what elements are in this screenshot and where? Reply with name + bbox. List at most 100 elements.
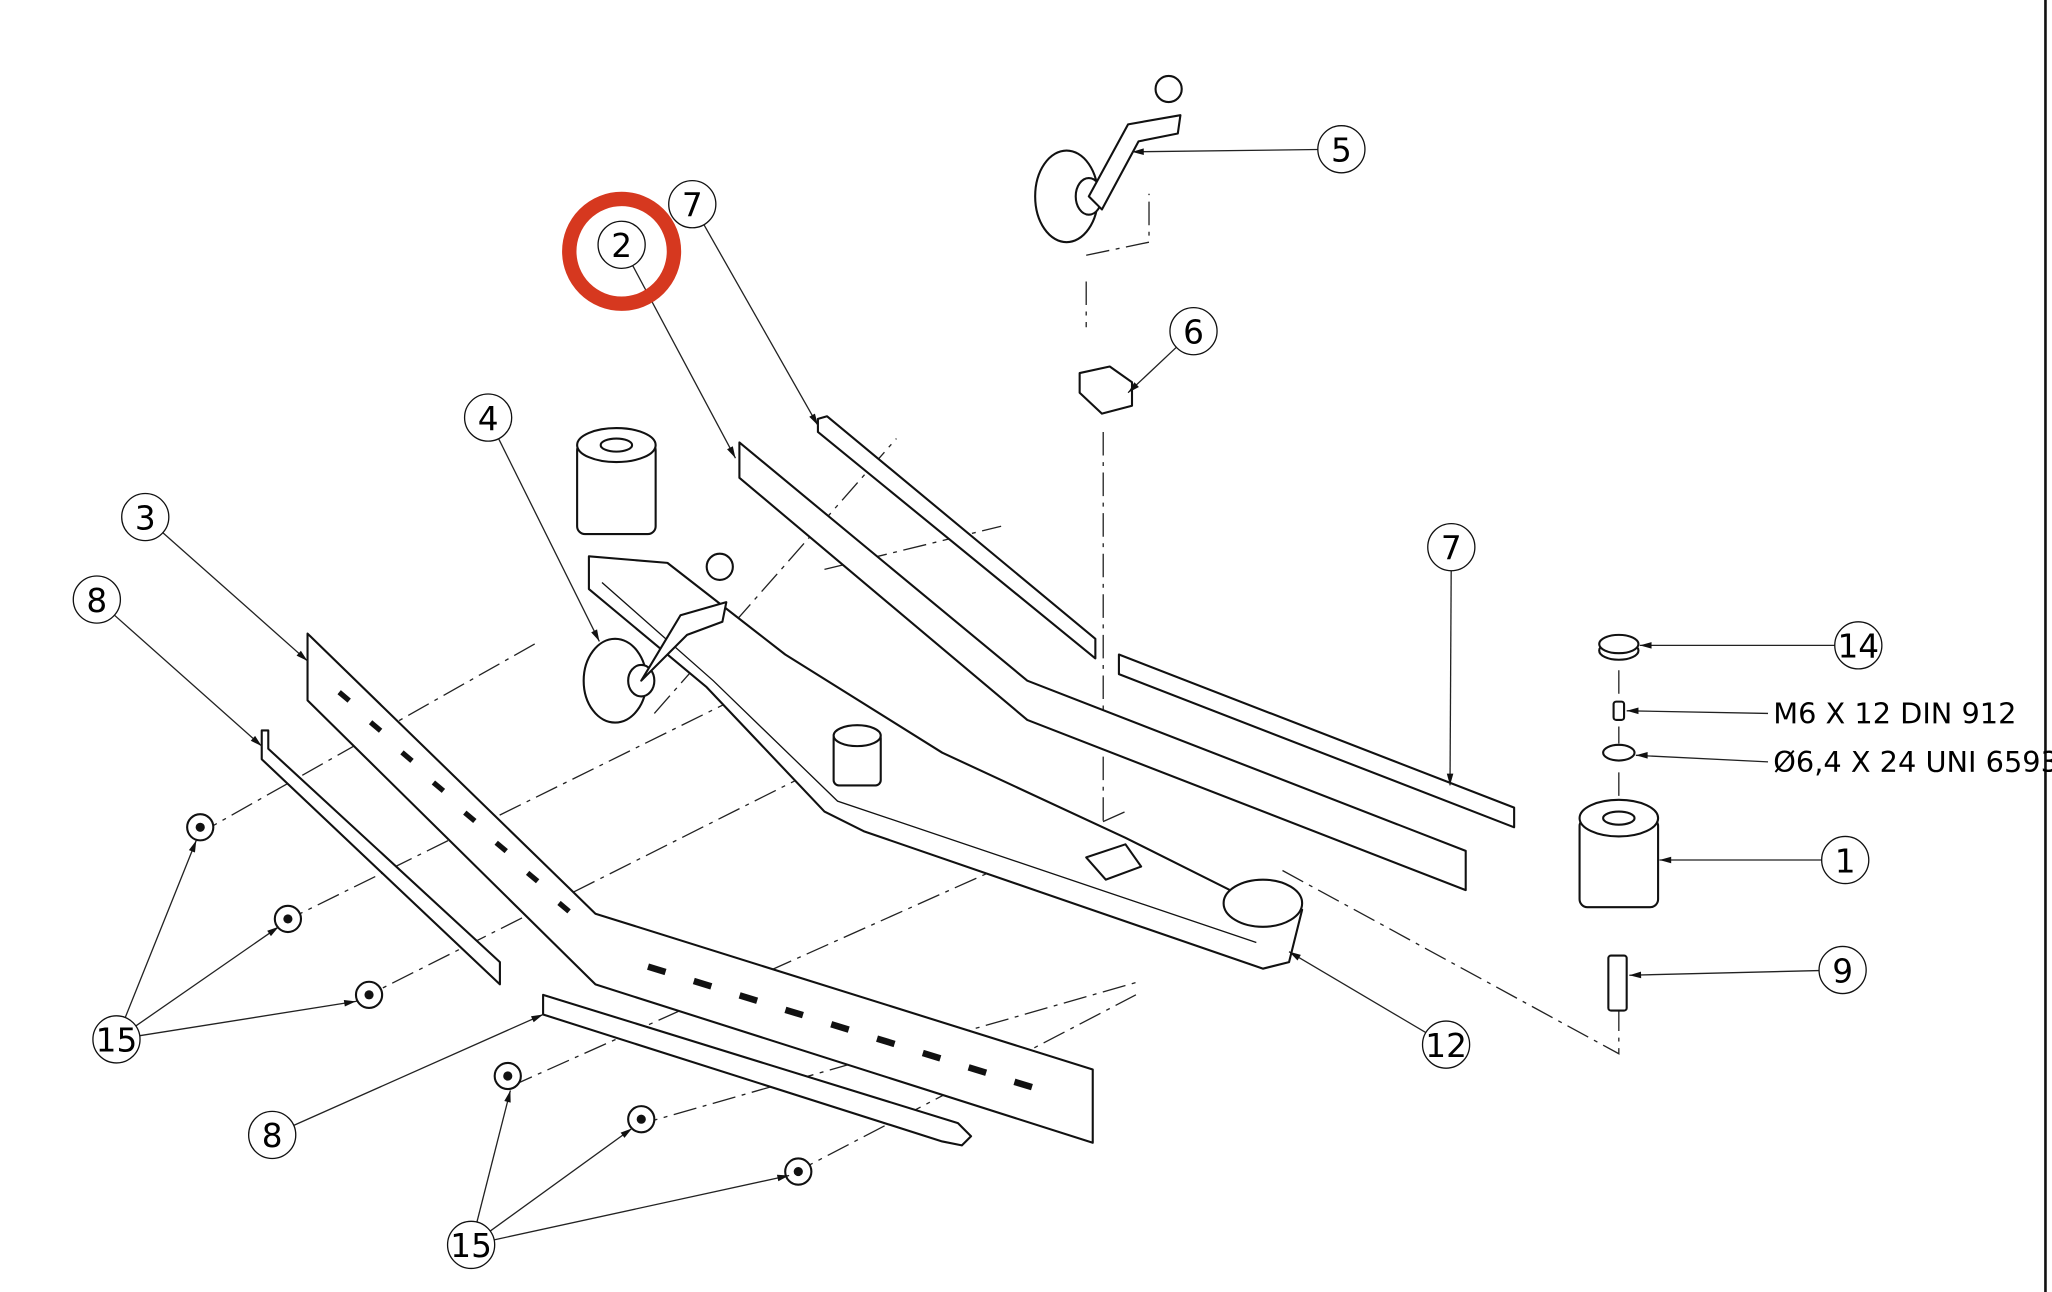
- arrowhead-icon: [1128, 382, 1139, 393]
- arrowhead-icon: [296, 650, 308, 662]
- spec-text: M6 X 12 DIN 912: [1773, 696, 2016, 730]
- callout-bubble: [463, 393, 513, 442]
- arrowhead-icon: [1446, 773, 1454, 786]
- arrowhead-icon: [727, 446, 736, 459]
- callout-bubble: [1169, 306, 1218, 356]
- arrowhead-icon: [343, 1000, 356, 1007]
- leader-line: [498, 438, 600, 642]
- callout-number: 9: [1832, 952, 1853, 990]
- callout-bubble: [668, 179, 717, 229]
- callout-number: 3: [135, 499, 156, 537]
- part-7-strip-right: [1117, 653, 1516, 829]
- callout-c8a[interactable]: 8: [72, 575, 263, 747]
- callout-number: 1: [1835, 842, 1856, 880]
- leader-line: [124, 840, 197, 1018]
- spec-text: Ø6,4 X 24 UNI 6593: [1773, 745, 2052, 779]
- callout-bubble: [1821, 835, 1870, 885]
- leader-line: [489, 1127, 633, 1232]
- leader-line: [293, 1013, 544, 1126]
- callout-number: 8: [86, 582, 107, 620]
- callout-bubble: [92, 1015, 141, 1064]
- callout-c15b[interactable]: 15: [446, 1090, 790, 1270]
- arrowhead-icon: [250, 735, 262, 747]
- highlight-ring: [562, 191, 682, 311]
- leader-line: [1131, 148, 1318, 153]
- callout-number: 7: [682, 187, 703, 225]
- washer: [1602, 743, 1636, 762]
- leader-line: [162, 532, 308, 662]
- callout-bubble: [72, 575, 122, 624]
- callout-c14[interactable]: 14: [1639, 621, 1883, 670]
- callout-number: 2: [611, 227, 632, 265]
- spec-label-screw[interactable]: M6 X 12 DIN 912: [1626, 696, 2017, 730]
- leader-line: [1629, 969, 1820, 976]
- callout-c2[interactable]: 2: [562, 191, 737, 459]
- part-9-bolt: [1607, 954, 1628, 1012]
- part-14-cap: [1598, 633, 1640, 661]
- callout-c15a[interactable]: 15: [92, 840, 357, 1064]
- callout-number: 15: [96, 1022, 138, 1060]
- callout-bubble: [1427, 522, 1476, 572]
- arrowhead-icon: [591, 629, 600, 642]
- arrowhead-icon: [188, 840, 197, 853]
- part-7-strip-top: [816, 415, 1097, 660]
- callout-c4[interactable]: 4: [463, 393, 600, 642]
- leader-line: [476, 1090, 512, 1223]
- screw-m6: [1612, 700, 1626, 722]
- arrowhead-icon: [776, 1174, 790, 1182]
- arrowhead-icon: [1639, 642, 1652, 649]
- arrowhead-icon: [1659, 856, 1672, 864]
- leader-line: [1635, 754, 1769, 763]
- part-15-knobs: [186, 813, 813, 1186]
- part-4-roller: [576, 427, 734, 724]
- arrowhead-icon: [809, 413, 818, 426]
- arrowhead-icon: [267, 926, 279, 937]
- arrowhead-icon: [620, 1128, 633, 1138]
- callout-c9[interactable]: 9: [1629, 945, 1867, 995]
- leader-line: [1288, 951, 1427, 1034]
- arrowhead-icon: [1626, 707, 1639, 715]
- part-2-strip: [738, 441, 1467, 892]
- callout-number: 12: [1425, 1027, 1467, 1065]
- arrowhead-icon: [1629, 971, 1642, 979]
- callout-c1[interactable]: 1: [1659, 835, 1870, 885]
- callout-number: 5: [1331, 132, 1352, 170]
- spec-label-washer[interactable]: Ø6,4 X 24 UNI 6593: [1635, 745, 2052, 779]
- callout-bubble: [1421, 1020, 1471, 1069]
- leader-line: [493, 1174, 790, 1241]
- part-5-wheel: [1034, 74, 1183, 244]
- callout-c6[interactable]: 6: [1127, 306, 1218, 394]
- callout-c12[interactable]: 12: [1288, 951, 1471, 1069]
- callout-c7b[interactable]: 7: [1427, 522, 1476, 786]
- arrowhead-icon: [504, 1090, 511, 1103]
- callout-number: 15: [450, 1227, 492, 1265]
- part-8-strip-left: [260, 729, 501, 986]
- part-6-bracket: [1078, 365, 1134, 415]
- callout-number: 7: [1441, 529, 1462, 567]
- callout-bubble: [247, 1110, 297, 1160]
- leader-line: [703, 224, 819, 426]
- callout-c7a[interactable]: 7: [668, 179, 819, 426]
- callout-bubble: [446, 1220, 496, 1270]
- callout-bubble: [597, 220, 646, 270]
- callout-bubble: [1834, 621, 1883, 670]
- arrowhead-icon: [1132, 148, 1144, 155]
- callout-c3[interactable]: 3: [121, 492, 308, 662]
- callout-bubble: [121, 492, 170, 542]
- leader-line: [135, 926, 280, 1027]
- callout-bubble: [1317, 125, 1366, 174]
- part-3-squeegee-blade: [306, 632, 1094, 1144]
- leader-line: [114, 614, 263, 747]
- leader-line: [139, 1000, 357, 1037]
- arrowhead-icon: [1635, 752, 1648, 759]
- callout-c5[interactable]: 5: [1131, 125, 1366, 174]
- arrowhead-icon: [1289, 951, 1301, 961]
- callout-bubble: [1818, 945, 1867, 995]
- part-1-roller: [1578, 798, 1660, 909]
- callout-number: 8: [262, 1117, 283, 1155]
- leader-line: [1626, 710, 1769, 715]
- arrowhead-icon: [531, 1014, 544, 1023]
- callout-c8b[interactable]: 8: [247, 1013, 544, 1160]
- leader-line: [1449, 570, 1452, 786]
